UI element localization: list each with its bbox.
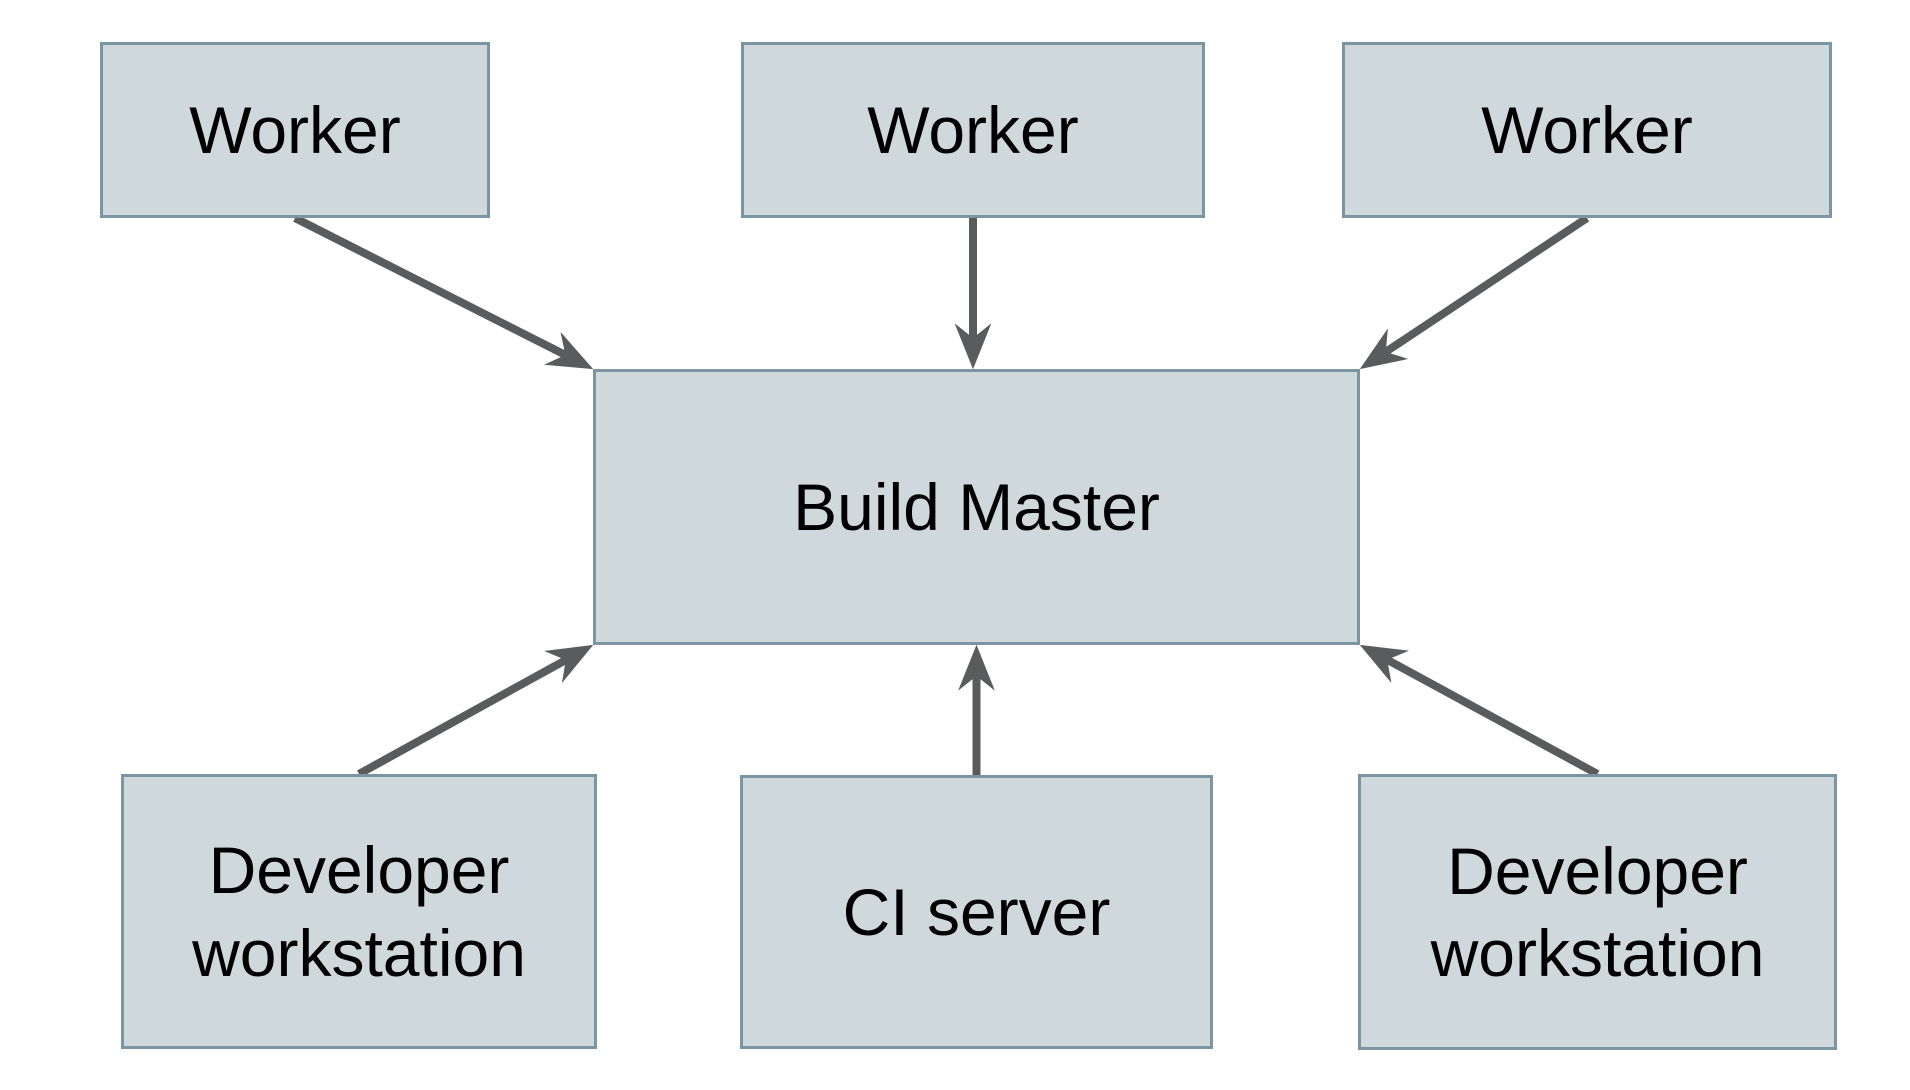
node-worker-3-label: Worker	[1481, 92, 1693, 167]
node-ci-server: CI server	[740, 775, 1213, 1049]
node-worker-1-label: Worker	[189, 92, 401, 167]
edge-developer-workstation-2-to-build-master	[1359, 644, 1600, 778]
node-developer-workstation-2-label: Developer workstation	[1430, 833, 1765, 991]
node-build-master-label: Build Master	[793, 469, 1160, 544]
node-worker-2: Worker	[741, 42, 1205, 218]
node-worker-3: Worker	[1342, 42, 1832, 218]
node-developer-workstation-1: Developer workstation	[121, 774, 597, 1049]
edge-developer-workstation-1-to-build-master	[357, 644, 594, 778]
node-ci-server-label: CI server	[842, 874, 1111, 949]
node-developer-workstation-1-label: Developer workstation	[192, 833, 526, 990]
edge-worker-3-to-build-master	[1359, 214, 1590, 370]
edge-worker-1-to-build-master	[293, 214, 594, 370]
node-build-master: Build Master	[593, 369, 1360, 645]
node-worker-2-label: Worker	[867, 92, 1079, 167]
node-worker-1: Worker	[100, 42, 490, 218]
node-developer-workstation-2: Developer workstation	[1358, 774, 1837, 1050]
